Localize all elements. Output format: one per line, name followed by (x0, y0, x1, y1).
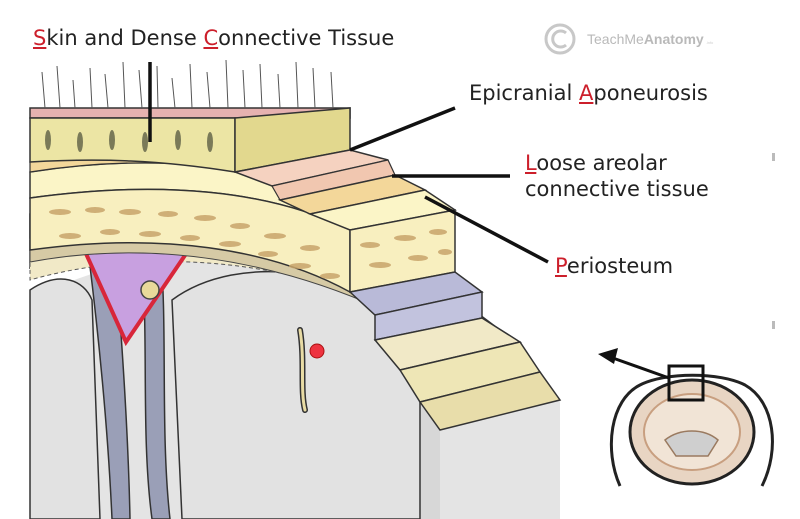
watermark-brand: TeachMeAnatomy (587, 31, 704, 47)
label-loose-accent: L (525, 151, 537, 175)
watermark-brand-light: TeachMe (587, 31, 644, 47)
label-aponeurosis-text-2: poneurosis (593, 81, 708, 105)
falx-cerebri-right (139, 247, 171, 519)
label-skin-text-2: onnective Tissue (218, 26, 395, 50)
label-loose-line-2: connective tissue (525, 177, 709, 201)
label-aponeurosis-accent: A (579, 81, 594, 105)
label-skin-accent-1: S (33, 26, 47, 50)
copyright-c (551, 29, 567, 49)
label-aponeurosis-text-1: Epicranial (469, 81, 580, 105)
hair-follicles (45, 130, 213, 152)
copyright-icon (544, 23, 576, 55)
brain-sulcus-fill (298, 328, 307, 412)
stray-mark (772, 153, 775, 161)
label-aponeurosis: Epicranial Aponeurosis (469, 80, 708, 106)
label-periosteum: Periosteum (555, 253, 673, 279)
arachnoid-granulation (140, 280, 160, 300)
label-loose-text-1: oose areolar (536, 151, 667, 175)
hair-strands (41, 59, 334, 109)
pointer-aponeurosis (349, 106, 456, 152)
inset-head-icon (609, 364, 774, 487)
stray-mark-2 (772, 321, 775, 329)
label-skin: Skin and Dense Connective Tissue (33, 25, 394, 51)
inset-arrow-head (598, 348, 618, 364)
label-loose-areolar: Loose areolar connective tissue (525, 150, 709, 202)
label-loose-line-1: Loose areolar (525, 150, 709, 176)
lower-slab-front (418, 371, 562, 431)
label-periosteum-accent: P (555, 254, 567, 278)
pointer-periosteum (424, 195, 549, 264)
label-skin-text-1: kin and Dense (46, 26, 204, 50)
watermark: TeachMeAnatomy .info (543, 22, 713, 56)
dermis-front (29, 117, 236, 173)
label-skin-accent-2: C (203, 26, 219, 50)
watermark-suffix: .info (705, 39, 714, 45)
watermark-brand-bold: Anatomy (643, 31, 704, 47)
brain-hemisphere-left (29, 278, 101, 519)
bridging-vein-dot (309, 343, 325, 359)
inset-arrow (609, 355, 670, 380)
cell-spots (49, 207, 452, 279)
inset-focus-box (667, 364, 705, 402)
label-periosteum-text: eriosteum (566, 254, 674, 278)
